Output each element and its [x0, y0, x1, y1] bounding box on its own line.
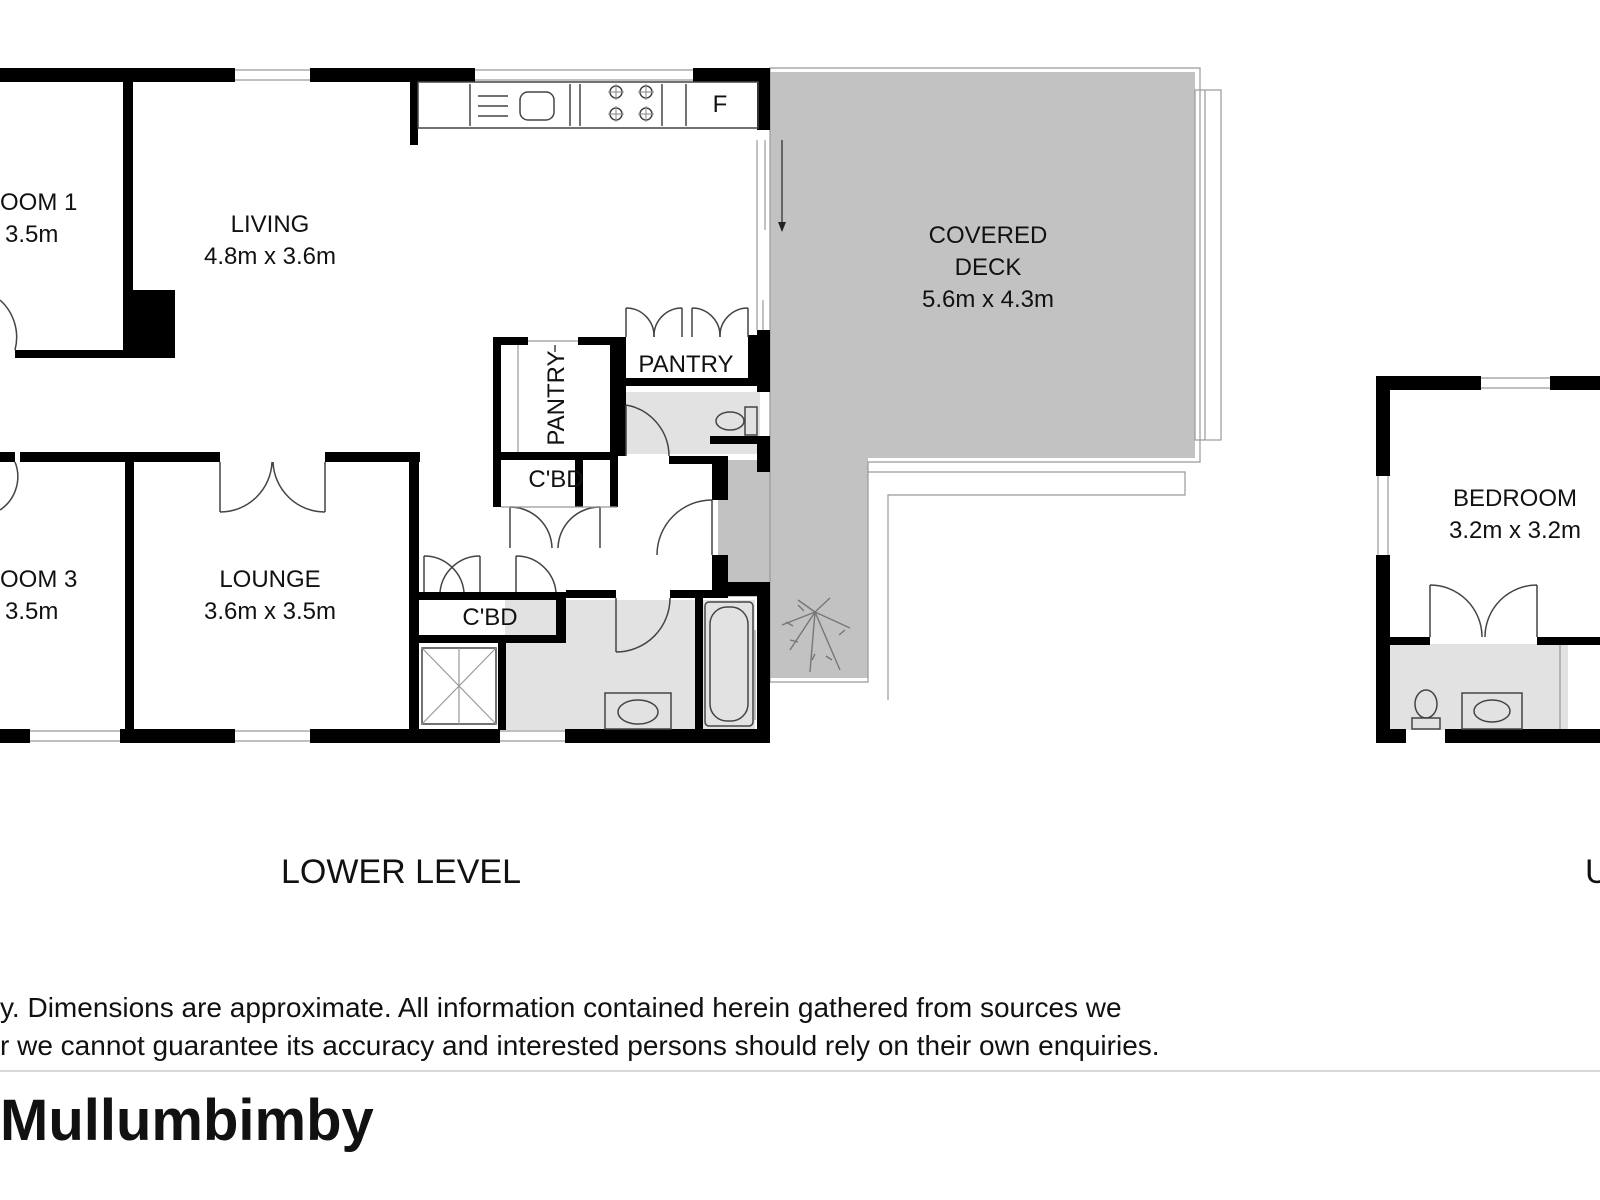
bedroom3-name: OOM 3	[0, 566, 77, 593]
deck-fill	[718, 72, 1195, 678]
upper-level-walls	[1376, 376, 1600, 743]
upper-level-label: U	[1585, 853, 1600, 891]
bathroom-upper-floor	[1390, 644, 1568, 730]
bedroom1-size: 3.5m	[5, 221, 58, 248]
bedroom-upper-size: 3.2m x 3.2m	[1449, 517, 1581, 544]
basin-icon	[604, 692, 672, 730]
deck-step-outline	[868, 471, 1186, 700]
covered-deck-area	[718, 67, 1222, 700]
lower-level-details	[0, 69, 786, 742]
bedroom-upper-name: BEDROOM	[1453, 485, 1577, 512]
bathroom-lower-floor	[505, 600, 755, 730]
sink-icon	[478, 91, 555, 121]
room-labels: OOM 1 3.5m LIVING 4.8m x 3.6m F COVERED …	[0, 91, 1581, 631]
bath-icon	[704, 601, 756, 727]
deck-size: 5.6m x 4.3m	[922, 286, 1054, 313]
shower-icon	[421, 647, 497, 725]
lower-level-label: LOWER LEVEL	[281, 853, 521, 891]
lower-level-walls	[0, 68, 770, 743]
lounge-name: LOUNGE	[219, 566, 320, 593]
cbd-upper-label: C'BD	[528, 466, 583, 493]
level-labels: LOWER LEVEL U	[281, 853, 1600, 891]
deck-side-step	[1194, 89, 1222, 441]
fridge-label: F	[713, 91, 728, 118]
wc-lower-floor	[620, 392, 760, 454]
lounge-size: 3.6m x 3.5m	[204, 598, 336, 625]
kitchen-bench	[417, 81, 759, 129]
disclaimer-line1: y. Dimensions are approximate. All infor…	[0, 992, 1122, 1023]
bedroom3-size: 3.5m	[5, 598, 58, 625]
toilet-icon	[715, 406, 758, 436]
disclaimer: y. Dimensions are approximate. All infor…	[0, 992, 1160, 1061]
disclaimer-line2: r we cannot guarantee its accuracy and i…	[0, 1030, 1160, 1061]
living-name: LIVING	[231, 211, 310, 238]
pantry-kitchen-label: PANTRY	[638, 351, 733, 378]
property-title: Mullumbimby	[0, 1088, 374, 1153]
living-size: 4.8m x 3.6m	[204, 243, 336, 270]
bedroom1-name: OOM 1	[0, 189, 77, 216]
pantry-vertical-label: PANTRY	[543, 350, 570, 445]
basin-icon-upper	[1461, 692, 1523, 730]
deck-name-line1: COVERED	[929, 222, 1048, 249]
deck-name-line2: DECK	[955, 254, 1022, 281]
upper-level-details	[1377, 377, 1561, 730]
toilet-icon-upper	[1411, 689, 1441, 730]
cbd-lower-label: C'BD	[462, 604, 517, 631]
plant-icon	[781, 597, 851, 673]
cooktop-icon	[608, 84, 654, 122]
